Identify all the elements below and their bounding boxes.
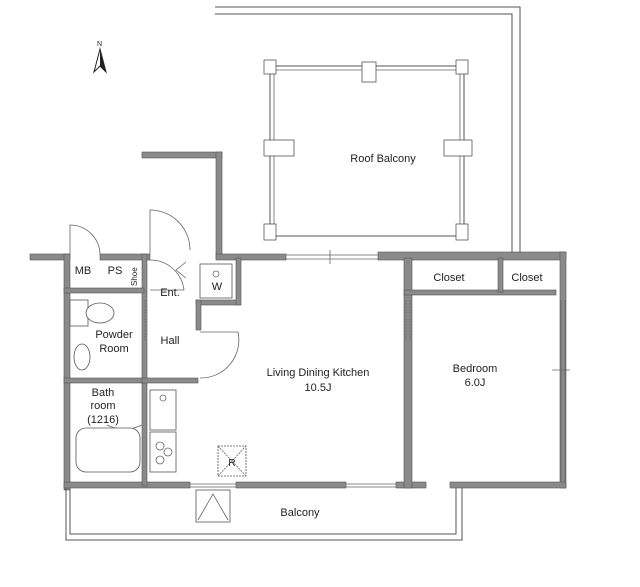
- bedroom-size: 6.0J: [465, 377, 486, 389]
- closet-label-1: Closet: [433, 272, 464, 284]
- balcony-label: Balcony: [280, 507, 320, 519]
- north-arrow-icon: N: [93, 41, 107, 74]
- bath-label-1: Bath: [92, 387, 115, 399]
- windows: [190, 250, 570, 488]
- refrigerator-label: R: [228, 458, 235, 469]
- kitchen-sink-icon: [149, 389, 177, 431]
- bath-label-3: (1216): [87, 414, 119, 426]
- powder-room-label-2: Room: [99, 343, 128, 355]
- roof-balcony-label: Roof Balcony: [350, 153, 416, 165]
- balcony-outline: [65, 488, 463, 541]
- ps-label: PS: [108, 265, 123, 277]
- roof-pergola: [263, 59, 473, 241]
- shoe-label: Shoe: [130, 267, 139, 286]
- closet-label-2: Closet: [511, 272, 542, 284]
- bathtub-icon: [75, 427, 141, 473]
- toilet-tank: [69, 299, 89, 327]
- bath-label-2: room: [90, 400, 115, 412]
- toilet-icon: [85, 302, 115, 324]
- ldk-size: 10.5J: [305, 382, 332, 394]
- mb-label: MB: [75, 265, 92, 277]
- roof-balcony-boundary: [215, 6, 521, 252]
- fixtures: [69, 263, 247, 477]
- ldk-label: Living Dining Kitchen: [267, 367, 370, 379]
- sink-icon: [73, 343, 91, 371]
- north-label: N: [97, 41, 102, 48]
- washer-label: W: [212, 281, 223, 293]
- washer-space: [199, 263, 233, 299]
- hall-label: Hall: [161, 335, 180, 347]
- bedroom-label: Bedroom: [453, 363, 498, 375]
- doors: [69, 209, 411, 430]
- entrance-label: Ent.: [160, 287, 180, 299]
- powder-room-label-1: Powder: [95, 329, 133, 341]
